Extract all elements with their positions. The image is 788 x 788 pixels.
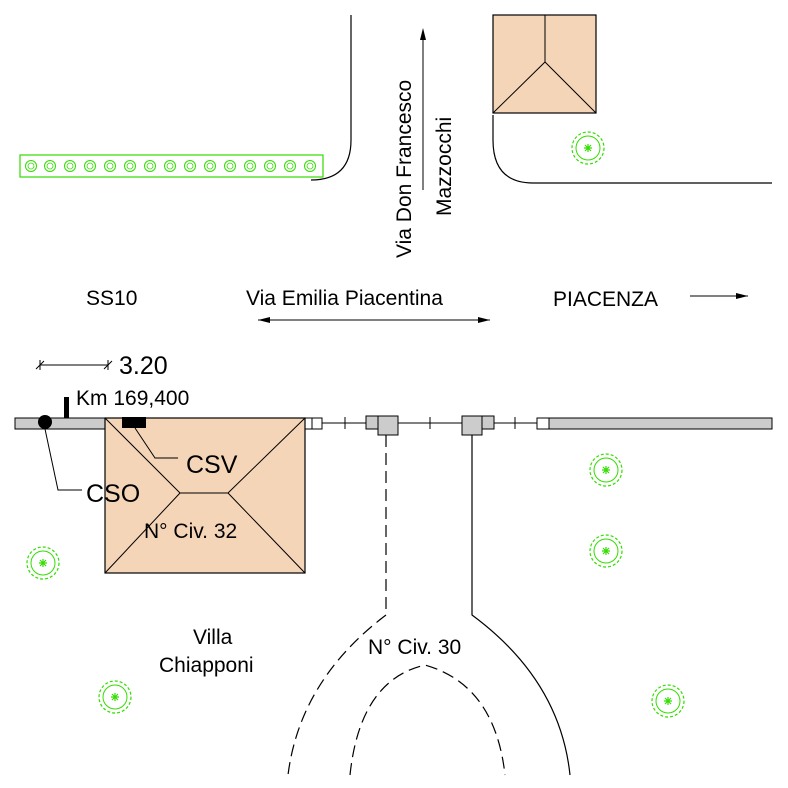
boundary-wall	[14, 415, 773, 436]
distance-label: 3.20	[119, 352, 168, 380]
tree-icon-e2	[589, 534, 623, 568]
tree-icon-ne	[571, 131, 605, 165]
tree-icon-se	[651, 684, 685, 718]
csv-leader-line	[134, 427, 178, 459]
road-edge-nw	[310, 15, 352, 181]
cso-label: CSO	[86, 480, 140, 508]
road-code-label: SS10	[86, 287, 137, 310]
road-edge-ne	[492, 115, 772, 184]
villa-label-line2: Chiapponi	[159, 654, 254, 677]
csv-meter-box	[122, 417, 146, 428]
tree-icon-sw	[98, 680, 132, 714]
road-name-label: Via Emilia Piacentina	[246, 287, 443, 310]
cso-leader-line	[44, 428, 82, 491]
building-north-east	[492, 14, 597, 114]
cso-point	[38, 415, 52, 429]
direction-label: PIACENZA	[553, 288, 658, 311]
civ-30-label: N° Civ. 30	[368, 636, 461, 659]
street-label-north: Via Don Francesco	[393, 80, 416, 258]
driveway-civ-30	[287, 435, 571, 776]
csv-label: CSV	[186, 451, 238, 479]
road-name-arrow-icon	[258, 317, 490, 323]
distance-dimension-line	[35, 360, 113, 370]
tree-icon-e1	[589, 453, 623, 487]
civ-32-label: N° Civ. 32	[144, 520, 237, 543]
villa-label-line1: Villa	[193, 626, 233, 649]
street-label-north-2: Mazzocchi	[433, 117, 456, 216]
building-civ-32	[104, 417, 306, 574]
tree-icon-w	[26, 546, 60, 580]
hedge-row-icon	[19, 154, 324, 178]
km-marker-label: Km 169,400	[76, 387, 189, 410]
north-street-arrow-icon	[420, 28, 426, 190]
km-marker-post	[64, 397, 69, 418]
direction-arrow-icon	[690, 293, 748, 299]
